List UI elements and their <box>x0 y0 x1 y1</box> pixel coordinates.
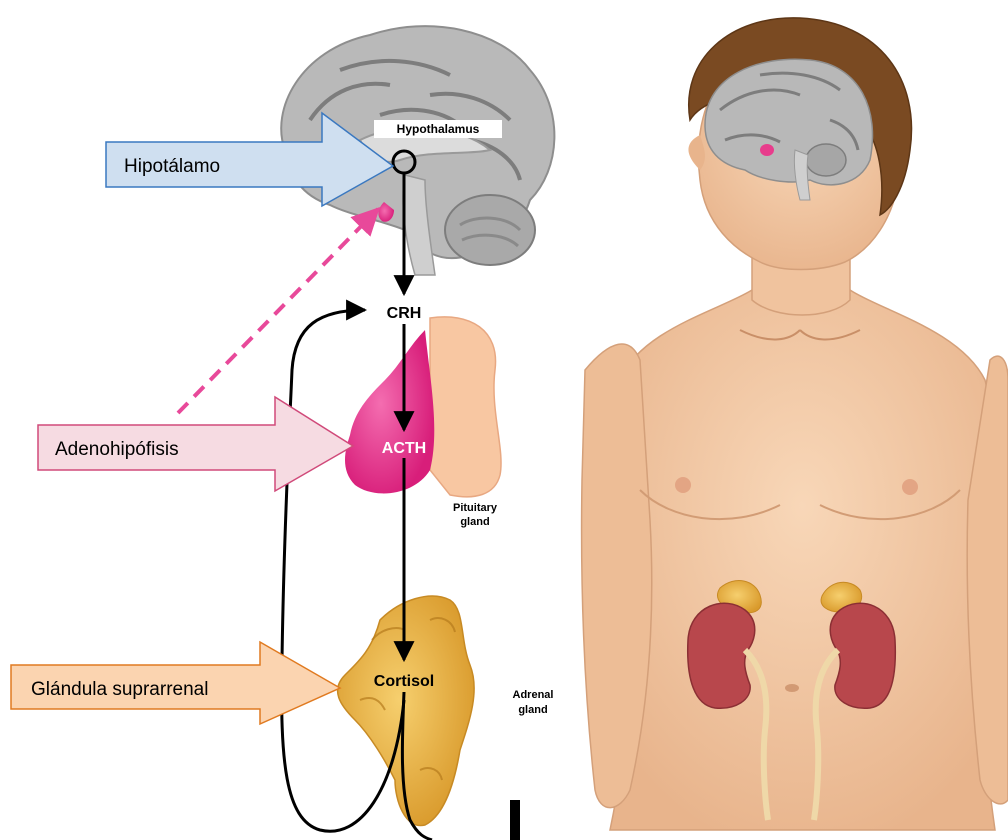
pituitary-label-line2: gland <box>460 516 489 528</box>
acth-label: ACTH <box>382 440 426 457</box>
pituitary-gland <box>345 317 501 497</box>
crh-label: CRH <box>387 305 422 322</box>
callout-hipotalamo-text: Hipotálamo <box>124 156 220 177</box>
adrenal-label-line2: gland <box>518 704 547 716</box>
pituitary-label-line1: Pituitary <box>453 502 498 514</box>
callout-adenohipofisis: Adenohipófisis <box>38 397 353 491</box>
callout-glandula-suprarrenal: Glándula suprarrenal <box>11 642 340 724</box>
edge-mark <box>510 800 520 840</box>
callout-glandula-suprarrenal-text: Glándula suprarrenal <box>31 679 208 700</box>
cortisol-label: Cortisol <box>374 673 434 690</box>
adrenal-gland <box>338 596 475 825</box>
adrenal-label-line1: Adrenal <box>513 689 554 701</box>
human-body-illustration <box>582 18 1008 830</box>
callout-adenohipofisis-text: Adenohipófisis <box>55 439 179 460</box>
hypothalamus-label: Hypothalamus <box>397 122 480 136</box>
